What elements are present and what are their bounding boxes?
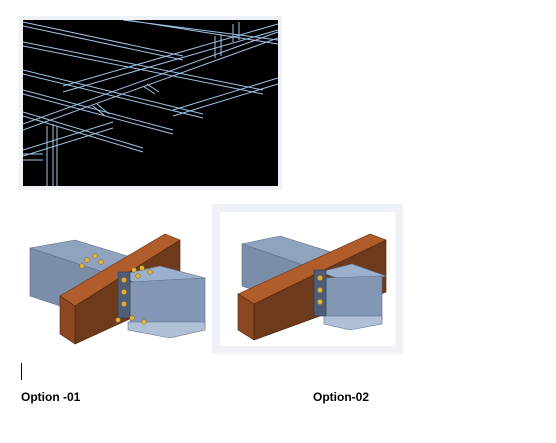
option-01-caption: Option -01 (21, 390, 81, 404)
connection-option-02-image (212, 204, 403, 354)
connection-option-01-image (20, 226, 210, 351)
option-02-caption: Option-02 (313, 390, 369, 404)
steel-framing-wireframe-image (19, 16, 282, 190)
option-01-drawing (29, 233, 207, 345)
option-02-drawing (237, 233, 388, 341)
text-cursor (21, 363, 22, 380)
wireframe-drawing (23, 20, 278, 186)
